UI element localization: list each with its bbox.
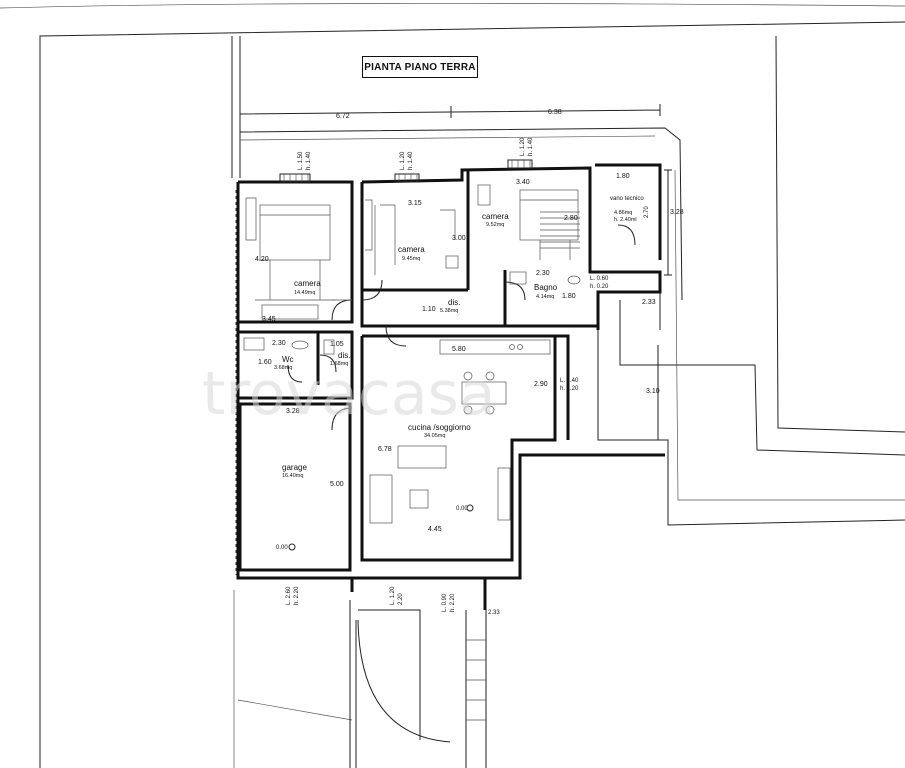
- window4-height: h. 0.20: [590, 284, 609, 290]
- window8-height: h. 2.20: [450, 593, 456, 612]
- plan-title: PIANTA PIANO TERRA: [362, 56, 478, 78]
- level-garage-marker: [288, 543, 296, 551]
- room-camera-c-area: 9.52mq: [486, 222, 504, 228]
- kitchen-furniture: [369, 339, 551, 524]
- room-garage-area: 16.40mq: [282, 473, 303, 479]
- window6-height: h. 2.20: [294, 586, 300, 605]
- dim-vano-width: 1.80: [616, 173, 630, 180]
- stairs: [540, 211, 580, 249]
- dim-right-233: 2.33: [642, 299, 656, 306]
- room-dis-b-name: dis.: [338, 351, 350, 360]
- upper-wall-line2: [239, 135, 656, 141]
- dim-bagno-depth: 1.80: [562, 293, 576, 300]
- dim-kitchen-side: 2.90: [534, 381, 548, 388]
- dim-garage-depth: 5.00: [330, 481, 344, 488]
- dim-top-right: 6.38: [548, 109, 562, 116]
- sheet-top-edge: [0, 3, 905, 9]
- room-dis-b-area: 1.68mq: [330, 361, 348, 367]
- window1-height: h. 1.40: [306, 151, 312, 170]
- dim-bagno-width: 2.30: [536, 270, 550, 277]
- level-kitchen-marker: [466, 504, 474, 512]
- dim-cam-a-width: 3.45: [262, 316, 276, 323]
- window5-height: h. 2.20: [560, 386, 579, 392]
- terrace-outline: [619, 300, 905, 456]
- sheet-border: [39, 21, 905, 768]
- dim-cam-c-width: 3.40: [516, 179, 530, 186]
- window3-height: h. 1.40: [528, 137, 534, 156]
- window7-label: L. 1.20: [390, 586, 396, 605]
- bedroom-a-furniture: [245, 197, 335, 320]
- bedroom-b-furniture: [365, 199, 456, 275]
- room-camera-b-area: 9.45mq: [402, 256, 420, 262]
- dim-kitchen-depth: 6.78: [378, 446, 392, 453]
- window7-height: 2.20: [398, 593, 404, 605]
- terrace-outline2: [597, 330, 905, 526]
- dim-cam-a-depth: 4.20: [255, 256, 269, 263]
- dim-cam-b-width: 3.15: [408, 200, 422, 207]
- room-bagno-name: Bagno: [534, 283, 558, 292]
- entrance-ramp: [349, 600, 487, 768]
- dim-wc-depth: 1.60: [258, 359, 272, 366]
- room-camera-b-name: camera: [398, 245, 425, 254]
- dim-right-310: 3.10: [646, 388, 660, 395]
- main-walls: [236, 163, 665, 610]
- window4-label: L. 0.60: [590, 276, 609, 282]
- room-camera-a-name: camera: [294, 279, 321, 288]
- room-vano-name: vano tecnico: [610, 196, 644, 202]
- room-vano-area: 4.86mq: [614, 210, 632, 216]
- dim-top-left: 6.72: [336, 113, 350, 120]
- dim-bottom-233: 2.33: [488, 610, 500, 616]
- dim-kitchen-width: 4.45: [428, 526, 442, 533]
- room-wc-area: 3.68mq: [274, 365, 292, 371]
- dim-cam-c-depth: 2.80: [564, 215, 578, 222]
- window8-label: L. 0.90: [442, 593, 448, 612]
- room-garage-name: garage: [282, 463, 307, 472]
- dim-kitchen-top: 5.80: [452, 346, 466, 353]
- top-dim-line: [239, 104, 661, 120]
- room-dis-a-area: 5.38mq: [440, 308, 458, 314]
- room-dis-a-name: dis.: [448, 298, 460, 307]
- bath-fixtures: [243, 255, 581, 355]
- dim-garage-width: 3.28: [286, 408, 300, 415]
- doors: [287, 224, 636, 431]
- room-vano-height: h. 2.40ml: [614, 217, 637, 223]
- window3-label: L. 1.20: [520, 137, 526, 156]
- bedroom-c-furniture: [477, 184, 579, 260]
- room-cucina-name: cucina /soggiorno: [408, 423, 471, 432]
- window2-height: h. 1.40: [408, 151, 414, 170]
- room-cucina-area: 34.05mq: [424, 433, 445, 439]
- dim-cam-b-depth: 3.00: [452, 235, 466, 242]
- windows-north: [279, 159, 533, 183]
- dim-dis2-width: 1.05: [330, 341, 344, 348]
- watermark: trovacasa: [202, 359, 496, 429]
- window6-label: L. 2.60: [286, 586, 292, 605]
- lot-line-right: [775, 35, 905, 433]
- room-camera-c-name: camera: [482, 212, 509, 221]
- window1-label: L. 1.50: [298, 151, 304, 170]
- upper-wall-line: [239, 127, 683, 301]
- room-wc-name: Wc: [282, 355, 294, 364]
- dim-dis-width: 1.10: [422, 306, 436, 313]
- dim-right-328: 3.28: [670, 209, 684, 216]
- window2-label: L. 1.20: [400, 151, 406, 170]
- level-kitchen: 0.00: [456, 506, 468, 512]
- room-camera-a-area: 14.49mq: [294, 290, 315, 296]
- lot-line-right2: [674, 169, 905, 501]
- dim-vano-depth: 2.70: [644, 206, 650, 218]
- window5-label: L. 1.40: [560, 378, 579, 384]
- dim-wc-width: 2.30: [272, 340, 286, 347]
- right-dim-line: [664, 169, 672, 276]
- level-garage: 0.00: [276, 545, 288, 551]
- lot-line-left: [231, 36, 241, 178]
- west-hatch: [233, 190, 353, 768]
- room-bagno-area: 4.14mq: [536, 294, 554, 300]
